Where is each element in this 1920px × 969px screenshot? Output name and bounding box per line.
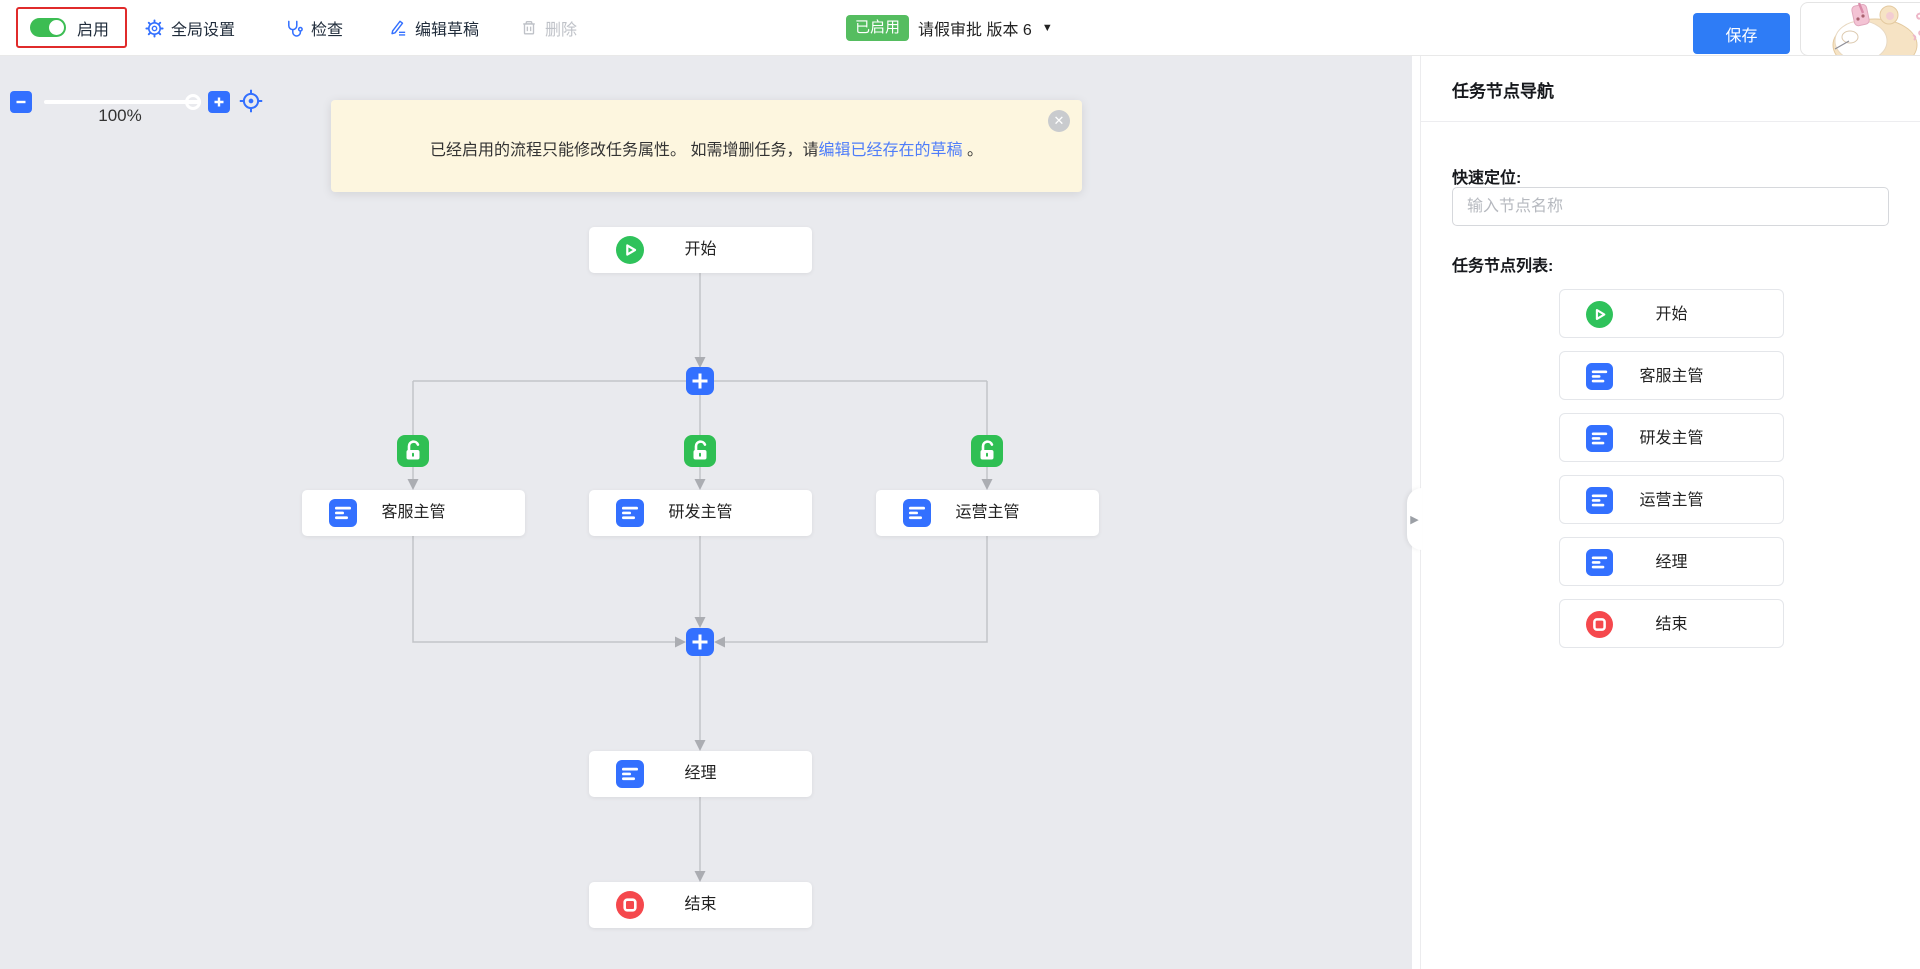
list-item-start[interactable]: 开始 (1559, 289, 1784, 338)
node-label: 研发主管 (668, 504, 733, 521)
add-node-connector-merge[interactable] (686, 628, 714, 656)
list-item-label: 结束 (1655, 616, 1688, 633)
locate-crosshair-icon[interactable] (238, 88, 264, 114)
panel-title: 任务节点导航 (1452, 82, 1554, 101)
trash-icon (520, 19, 538, 37)
toggle-knob (49, 20, 64, 35)
collapse-panel-handle[interactable]: ▶ (1407, 488, 1422, 550)
global-settings-button[interactable]: 全局设置 (145, 0, 235, 56)
list-item-label: 经理 (1655, 554, 1688, 571)
node-list-label: 任务节点列表: (1452, 258, 1554, 275)
unlock-icon[interactable] (684, 435, 716, 467)
node-label: 经理 (684, 765, 717, 782)
list-item-manager[interactable]: 经理 (1559, 537, 1784, 586)
task-icon (1586, 363, 1613, 390)
flow-node-operations-lead[interactable]: 运营主管 (876, 490, 1099, 536)
flow-node-start[interactable]: 开始 (589, 227, 812, 273)
task-icon (329, 499, 357, 527)
pen-icon (389, 19, 408, 38)
zoom-out-button[interactable] (10, 91, 32, 113)
add-node-connector-top[interactable] (686, 367, 714, 395)
edit-draft-label: 编辑草稿 (415, 22, 480, 39)
play-icon (1586, 301, 1613, 328)
task-icon (1586, 425, 1613, 452)
list-item-operations-lead[interactable]: 运营主管 (1559, 475, 1784, 524)
zoom-slider-handle[interactable] (185, 94, 201, 110)
node-label: 客服主管 (381, 504, 446, 521)
stethoscope-icon (285, 19, 304, 38)
gear-icon (145, 18, 164, 38)
task-icon (1586, 487, 1613, 514)
unlock-icon[interactable] (397, 435, 429, 467)
list-item-label: 客服主管 (1639, 368, 1704, 385)
alert-banner: 已经启用的流程只能修改任务属性。 如需增删任务，请编辑已经存在的草稿 。 ✕ (331, 100, 1082, 192)
list-item-label: 开始 (1655, 306, 1688, 323)
check-label: 检查 (311, 22, 344, 39)
zoom-slider-track[interactable] (44, 100, 200, 104)
task-icon (616, 760, 644, 788)
node-label: 运营主管 (955, 504, 1020, 521)
task-node-navigation-panel: ▶ 任务节点导航 快速定位: 任务节点列表: 开始 客服主管 (1407, 56, 1920, 969)
top-toolbar: 启用 (0, 0, 1920, 56)
stop-icon (616, 891, 644, 919)
list-item-end[interactable]: 结束 (1559, 599, 1784, 648)
zoom-in-button[interactable] (208, 91, 230, 113)
flow-node-customer-service-lead[interactable]: 客服主管 (302, 490, 525, 536)
node-list: 开始 客服主管 研发主管 运营主管 (1559, 289, 1784, 661)
enable-toggle[interactable] (30, 18, 66, 37)
list-item-label: 运营主管 (1639, 492, 1704, 509)
task-icon (616, 499, 644, 527)
play-icon (616, 236, 644, 264)
flow-node-rd-lead[interactable]: 研发主管 (589, 490, 812, 536)
chevron-down-icon[interactable]: ▼ (1041, 22, 1053, 34)
edit-draft-button[interactable]: 编辑草稿 (389, 0, 479, 56)
flow-canvas[interactable]: 100% 已经启用的流程只能修改任务属性。 如需增删任务，请编辑已经存在的草稿 … (0, 56, 1412, 969)
quick-locate-label: 快速定位: (1452, 170, 1522, 187)
node-search-input[interactable] (1452, 187, 1889, 226)
zoom-percent-label: 100% (98, 106, 142, 125)
list-item-rd-lead[interactable]: 研发主管 (1559, 413, 1784, 462)
flow-connectors (407, 273, 993, 882)
stop-icon (1586, 611, 1613, 638)
flow-title: 请假审批 版本 6 (918, 22, 1032, 39)
delete-label: 删除 (545, 22, 578, 39)
save-button[interactable]: 保存 (1693, 13, 1790, 54)
edit-draft-link[interactable]: 编辑已经存在的草稿 (818, 142, 963, 159)
list-item-customer-service-lead[interactable]: 客服主管 (1559, 351, 1784, 400)
node-label: 开始 (684, 241, 717, 258)
global-settings-label: 全局设置 (171, 22, 236, 39)
enable-toggle-group: 启用 (16, 7, 128, 48)
panel-divider (1421, 121, 1920, 122)
check-button[interactable]: 检查 (285, 0, 343, 56)
flow-node-manager[interactable]: 经理 (589, 751, 812, 797)
task-icon (903, 499, 931, 527)
enable-label: 启用 (77, 21, 110, 39)
unlock-icon[interactable] (971, 435, 1003, 467)
node-label: 结束 (684, 896, 717, 913)
list-item-label: 研发主管 (1639, 430, 1704, 447)
flow-node-end[interactable]: 结束 (589, 882, 812, 928)
avatar[interactable] (1800, 2, 1920, 56)
task-icon (1586, 549, 1613, 576)
close-icon[interactable]: ✕ (1048, 110, 1070, 132)
alert-text: 已经启用的流程只能修改任务属性。 如需增删任务，请编辑已经存在的草稿 。 (430, 142, 983, 159)
avatar-illustration (1801, 3, 1920, 55)
status-badge: 已启用 (846, 15, 910, 41)
flow-title-group: 已启用 请假审批 版本 6 ▼ (846, 0, 1053, 56)
delete-button[interactable]: 删除 (520, 0, 577, 56)
